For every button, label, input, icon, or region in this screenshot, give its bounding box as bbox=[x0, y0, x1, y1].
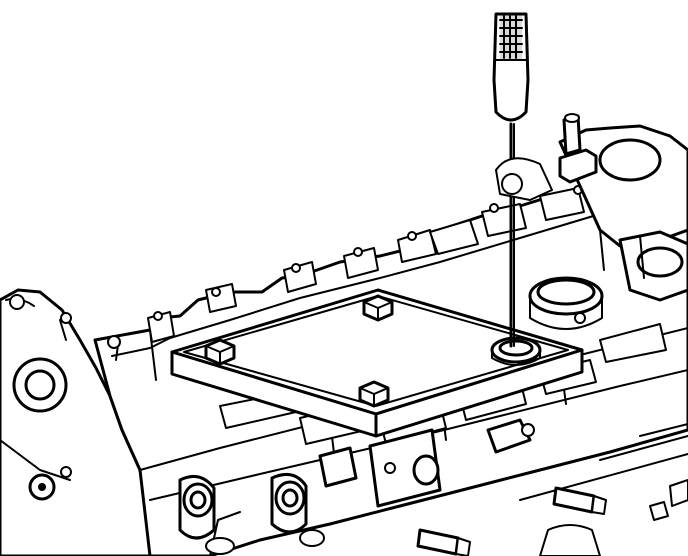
bolt bbox=[358, 380, 390, 408]
seal-ring bbox=[490, 336, 542, 366]
oil-gallery-plug bbox=[528, 276, 604, 330]
cover-plate bbox=[170, 288, 584, 438]
bolt bbox=[204, 338, 236, 366]
installer-tool bbox=[492, 12, 530, 348]
camshaft-sprocket-housing bbox=[495, 113, 688, 302]
studs bbox=[416, 479, 688, 556]
engine-block-left bbox=[0, 288, 158, 556]
front-bosses bbox=[178, 418, 535, 555]
bolt bbox=[362, 294, 394, 322]
plate-bolts bbox=[204, 294, 394, 408]
